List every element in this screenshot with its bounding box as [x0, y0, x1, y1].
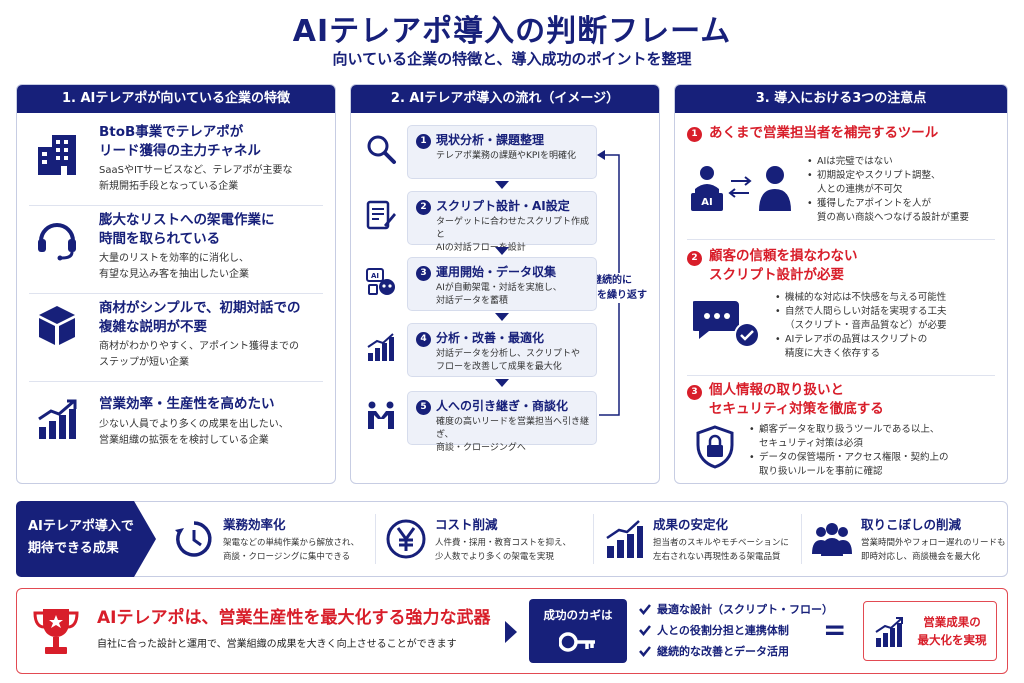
flow-arrow [495, 247, 509, 255]
check-icon [639, 646, 651, 657]
item-desc: 少ない人員でより多くの成果を出したい、営業組織の拡張をを検討している企業 [99, 419, 289, 446]
caution-number: 2 [687, 251, 702, 266]
conclusion-band: AIテレアポは、営業生産性を最大化する強力な武器 自社に合った設計と運用で、営業… [16, 588, 1008, 674]
headset-icon [38, 223, 76, 261]
page-title: AIテレアポ導入の判断フレーム [292, 14, 732, 49]
svg-text:AI: AI [371, 272, 379, 280]
shield-lock-icon [696, 425, 734, 469]
panel-cautions: 3. 導入における3つの注意点 1 あくまで営業担当者を補完するツール AI A… [674, 84, 1008, 484]
list-item: BtoB事業でテレアポがリード獲得の主力チャネル SaaSやITサービスなど、テ… [17, 123, 335, 203]
caution-list: AIは完璧ではない 初期設定やスクリプト調整、人との連携が不可欠 獲得したアポイ… [807, 155, 999, 225]
box-icon [39, 306, 75, 345]
conclusion-desc: 自社に合った設計と運用で、営業組織の成果を大きく向上させることができます [97, 639, 457, 650]
item-desc: SaaSやITサービスなど、テレアポが主要な新規開拓手段となっている企業 [99, 165, 293, 192]
result-box: 営業成果の最大化を実現 [863, 601, 997, 661]
clock-icon [175, 521, 212, 557]
yen-icon [386, 519, 426, 559]
benefits-band: AIテレアポ導入で期待できる成果 業務効率化 架電などの単純作業から解放され、商… [16, 501, 1008, 577]
flow-step-1: 1 現状分析・課題整理 テレアポ業務の課題やKPIを明確化 [407, 125, 597, 179]
trophy-icon [33, 609, 79, 654]
panel-heading: 3. 導入における3つの注意点 [675, 85, 1007, 113]
caution-title: 個人情報の取り扱いとセキュリティ対策を徹底する [709, 382, 884, 417]
check-item: 最適な設計（スクリプト・フロー） [639, 599, 833, 620]
flow-arrow [495, 313, 509, 321]
caution-title: あくまで営業担当者を補完するツール [709, 125, 939, 141]
success-checklist: 最適な設計（スクリプト・フロー） 人との役割分担と連携体制 継続的な改善とデータ… [639, 599, 833, 662]
benefit-item: 成果の安定化 担当者のスキルやモチベーションに左右されない再現性ある架電品質 [595, 502, 799, 576]
flow-arrow [495, 379, 509, 387]
bar-chart-icon [367, 333, 394, 361]
item-title: 商材がシンプルで、初期対話での複雑な説明が不要 [99, 300, 301, 335]
flow-arrow [495, 181, 509, 189]
conclusion-headline: AIテレアポは、営業生産性を最大化する強力な武器 [97, 608, 491, 628]
page-subtitle: 向いている企業の特徴と、導入成功のポイントを整理 [332, 50, 692, 68]
item-title: 膨大なリストへの架電作業に時間を取られている [99, 212, 275, 247]
caution-number: 3 [687, 385, 702, 400]
panel-suitable-companies: 1. AIテレアポが向いている企業の特徴 BtoB事業でテレアポがリード獲得の主… [16, 84, 336, 484]
check-icon [639, 604, 651, 615]
flow-step-5: 5 人への引き継ぎ・商談化 確度の高いリードを営業担当へ引き継ぎ、商談・クロージ… [407, 391, 597, 453]
list-item: 営業効率・生産性を高めたい 少ない人員でより多くの成果を出したい、営業組織の拡張… [17, 395, 335, 475]
panel-heading: 1. AIテレアポが向いている企業の特徴 [17, 85, 335, 113]
item-desc: 商材がわかりやすく、アポイント獲得までのステップが短い企業 [99, 341, 299, 368]
check-icon [639, 625, 651, 636]
benefit-item: 業務効率化 架電などの単純作業から解放され、商談・クロージングに集中できる [165, 502, 373, 576]
panel-heading: 2. AIテレアポ導入の流れ（イメージ） [351, 85, 659, 113]
caution-title: 顧客の信頼を損なわないスクリプト設計が必要 [709, 248, 858, 283]
check-item: 継続的な改善とデータ活用 [639, 641, 833, 662]
handshake-icon [368, 401, 394, 429]
chat-check-icon [693, 301, 760, 348]
panel-flow: 2. AIテレアポ導入の流れ（イメージ） 継続的に改善を繰り返す 1 現状分析・… [350, 84, 660, 484]
script-edit-icon [366, 200, 396, 230]
item-desc: 大量のリストを効率的に消化し、有望な見込み客を抽出したい企業 [99, 253, 249, 280]
building-icon [38, 135, 76, 175]
arrow-right-icon [505, 621, 517, 643]
stable-chart-icon [606, 520, 643, 558]
benefits-label: AIテレアポ導入で期待できる成果 [16, 501, 156, 577]
benefit-item: 取りこぼしの削減 営業時間外やフォロー遅れのリードも即時対応し、商談機会を最大化 [803, 502, 1007, 576]
ai-label: AI [701, 197, 713, 208]
list-item: 商材がシンプルで、初期対話での複雑な説明が不要 商材がわかりやすく、アポイント獲… [17, 299, 335, 379]
growth-chart-icon [38, 399, 77, 439]
flow-step-4: 4 分析・改善・最適化 対話データを分析し、スクリプトやフローを改善して成果を最… [407, 323, 597, 377]
item-title: 営業効率・生産性を高めたい [99, 396, 275, 412]
caution-list: 機械的な対応は不快感を与える可能性 自然で人間らしい対話を実現する工夫（スクリプ… [775, 291, 999, 361]
flow-step-3: 3 運用開始・データ収集 AIが自動架電・対話を実施し、対話データを蓄積 [407, 257, 597, 311]
ai-human-exchange-icon [691, 166, 791, 211]
caution-list: 顧客データを取り扱うツールである以上、セキュリティ対策は必須 データの保管場所・… [749, 423, 999, 479]
magnifier-icon [367, 135, 396, 164]
success-key-box: 成功のカギは [529, 599, 627, 663]
list-item: 膨大なリストへの架電作業に時間を取られている 大量のリストを効率的に消化し、有望… [17, 211, 335, 291]
key-icon [559, 632, 595, 652]
ai-robot-icon: AI [366, 268, 395, 295]
check-item: 人との役割分担と連携体制 [639, 620, 833, 641]
caution-number: 1 [687, 127, 702, 142]
people-group-icon [812, 523, 852, 556]
benefit-item: コスト削減 人件費・採用・教育コストを抑え、少人数でより多くの架電を実現 [377, 502, 587, 576]
equals-sign: = [823, 613, 847, 646]
item-title: BtoB事業でテレアポがリード獲得の主力チャネル [99, 124, 261, 159]
growth-chart-icon [875, 617, 903, 647]
